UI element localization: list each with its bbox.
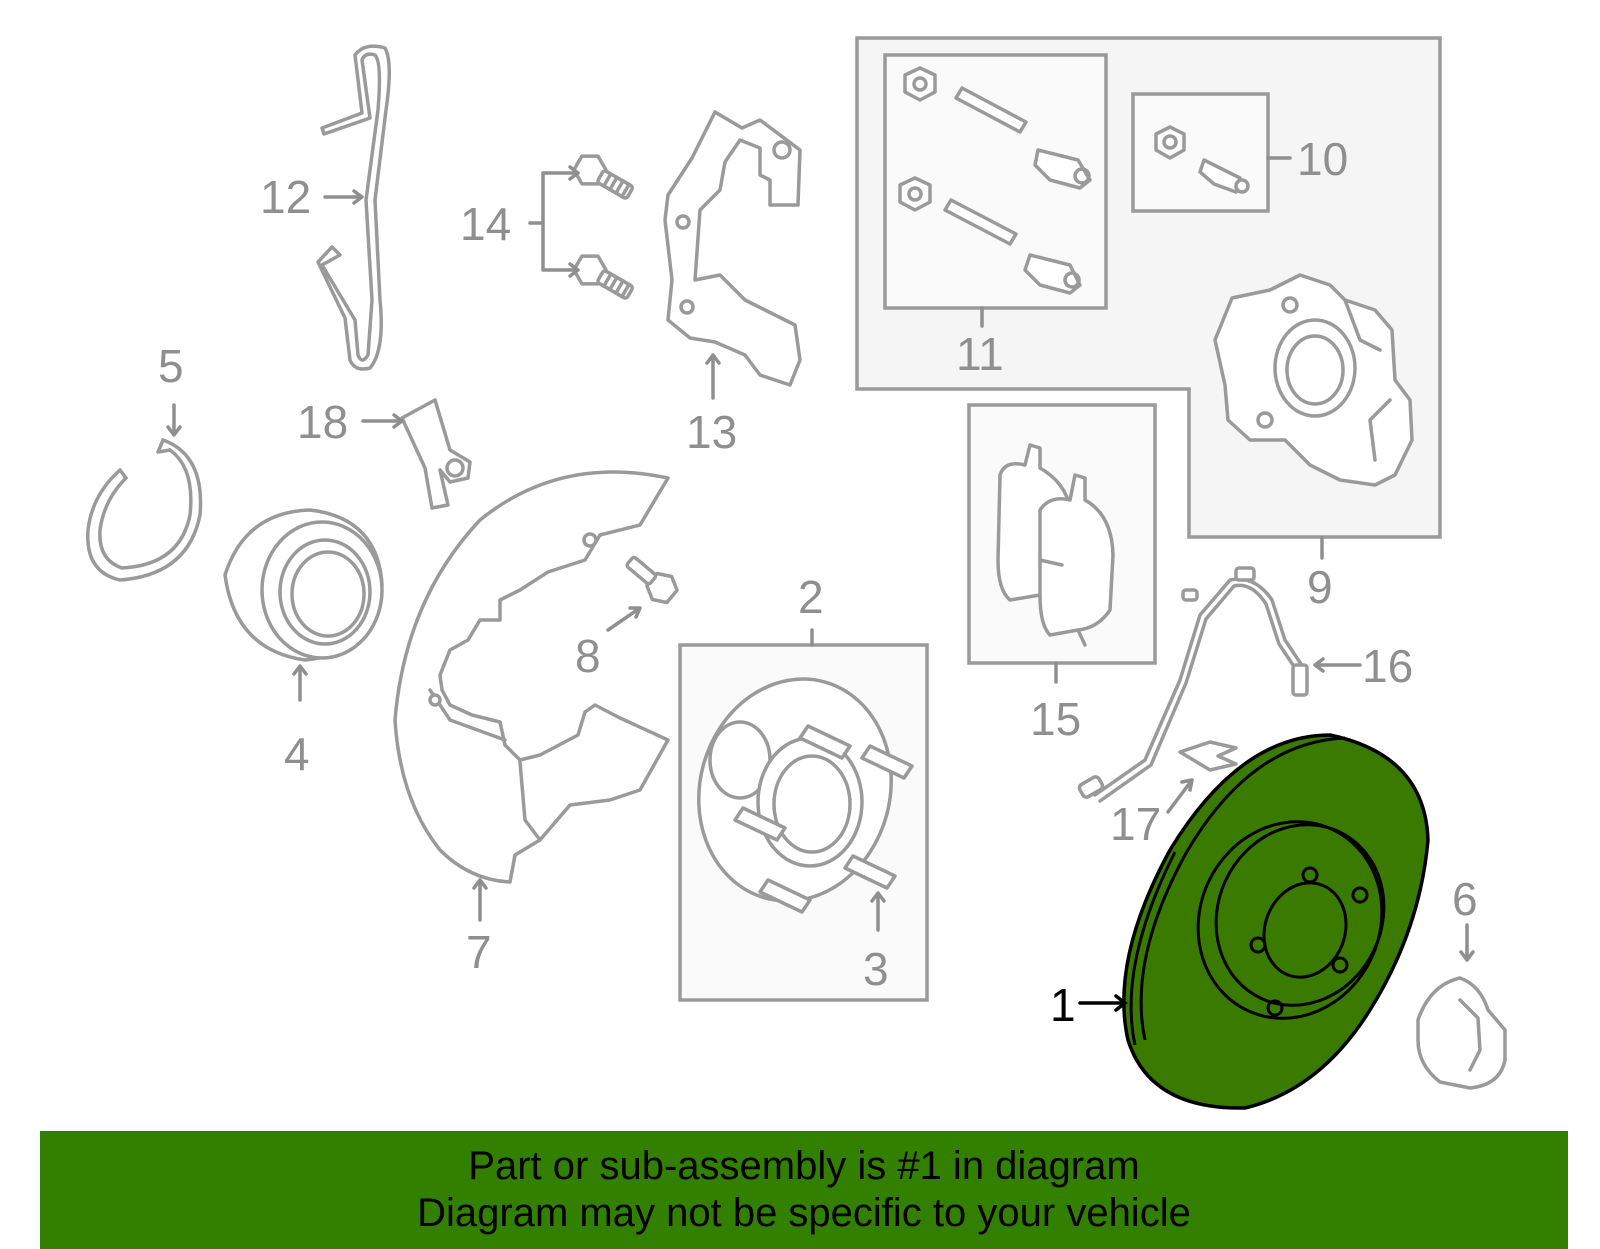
notice-line-1: Part or sub-assembly is #1 in diagram bbox=[468, 1144, 1140, 1188]
callout-5: 5 bbox=[158, 340, 184, 392]
callout-2: 2 bbox=[798, 571, 824, 623]
sensor-bracket bbox=[400, 398, 472, 510]
notice-line-2: Diagram may not be specific to your vehi… bbox=[417, 1191, 1191, 1235]
callout-11: 11 bbox=[956, 328, 1004, 380]
wear-sensor-wire bbox=[1077, 566, 1309, 803]
callout-15: 15 bbox=[1030, 693, 1081, 745]
wheel-bearing bbox=[223, 508, 384, 662]
splash-shield bbox=[393, 470, 670, 884]
callout-12: 12 bbox=[260, 171, 311, 223]
callout-16: 16 bbox=[1362, 640, 1413, 692]
caliper-bracket-bolts bbox=[572, 154, 634, 300]
wheel-hub bbox=[697, 677, 914, 914]
callout-14: 14 bbox=[460, 198, 511, 250]
guide-pin-kit bbox=[898, 66, 1092, 295]
anti-rattle-spring bbox=[316, 44, 391, 371]
callout-6: 6 bbox=[1452, 873, 1478, 925]
callout-3: 3 bbox=[863, 943, 889, 995]
bleeder-kit-box bbox=[1131, 92, 1270, 213]
snap-ring bbox=[86, 438, 203, 582]
brake-rotor bbox=[1122, 733, 1430, 1110]
callout-labels: 1 2 3 4 5 6 7 8 9 10 11 12 13 14 15 16 1… bbox=[158, 133, 1478, 1031]
shield-bolt bbox=[625, 555, 679, 605]
callout-9: 9 bbox=[1307, 561, 1333, 613]
callout-1: 1 bbox=[1050, 979, 1076, 1031]
wheel-studs bbox=[733, 724, 914, 914]
callout-10: 10 bbox=[1297, 133, 1348, 185]
callout-7: 7 bbox=[466, 926, 492, 978]
callout-8: 8 bbox=[575, 630, 601, 682]
bleeder-screw-kit bbox=[1154, 125, 1250, 194]
hub-nut bbox=[1416, 976, 1507, 1090]
notice-banner: Part or sub-assembly is #1 in diagram Di… bbox=[40, 1131, 1568, 1249]
callout-13: 13 bbox=[686, 406, 737, 458]
brake-pads bbox=[996, 443, 1115, 647]
callout-17: 17 bbox=[1110, 798, 1161, 850]
leader-lines bbox=[166, 156, 1475, 1012]
callout-4: 4 bbox=[284, 728, 310, 780]
brake-caliper bbox=[1213, 273, 1414, 487]
caliper-bracket bbox=[663, 110, 802, 387]
sensor-clip bbox=[1178, 740, 1238, 772]
callout-18: 18 bbox=[297, 396, 348, 448]
